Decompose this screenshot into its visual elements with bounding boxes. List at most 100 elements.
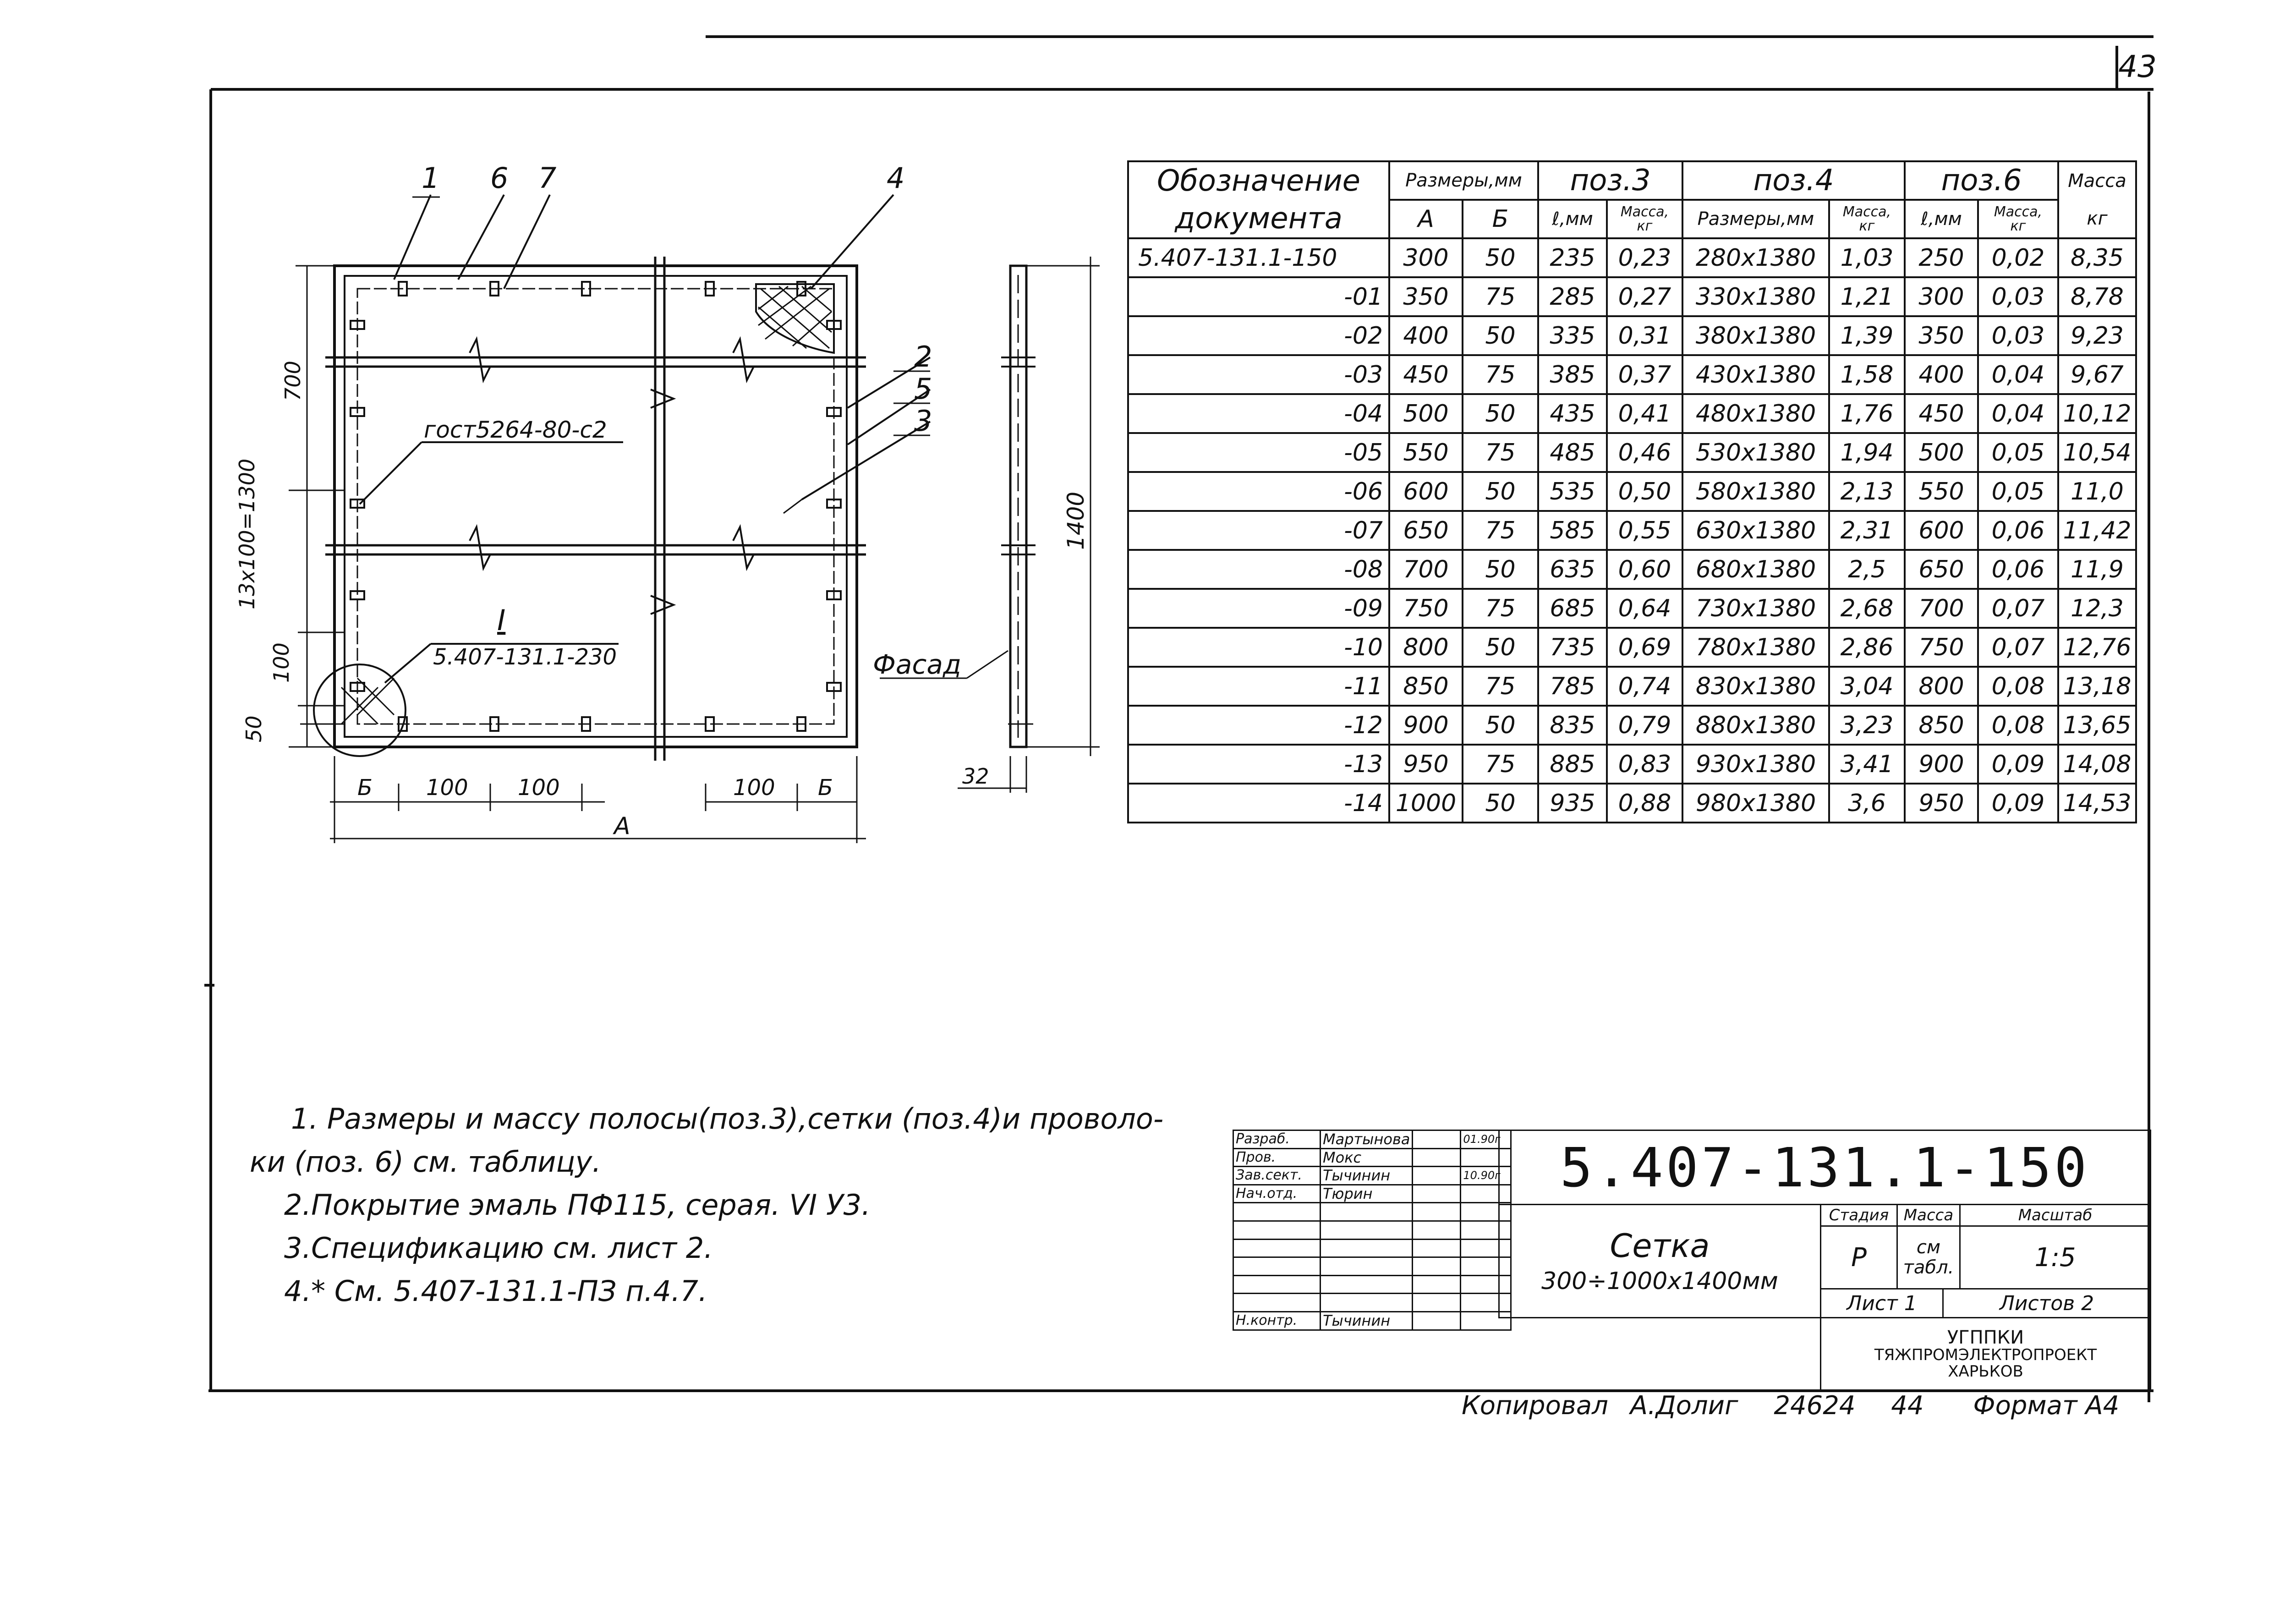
- scale-label: Масштаб: [1959, 1204, 2151, 1227]
- table-cell: 0,06: [1977, 549, 2059, 590]
- header-designation-2: документа: [1127, 200, 1390, 239]
- dim-a-total: А: [613, 812, 630, 840]
- header-pos6: поз.6: [1904, 160, 2059, 201]
- note-1: 1. Размеры и массу полосы(поз.3),сетки (…: [291, 1102, 1164, 1136]
- approval-role: [1233, 1202, 1321, 1222]
- table-cell: 635: [1537, 549, 1608, 590]
- table-cell: 0,08: [1977, 705, 2059, 746]
- table-cell: 235: [1537, 237, 1608, 278]
- approval-row: [1233, 1202, 1512, 1222]
- note-3: 3.Спецификацию см. лист 2.: [284, 1231, 713, 1265]
- approval-role: Разраб.: [1233, 1130, 1321, 1149]
- cell-designation: -03: [1127, 354, 1390, 395]
- approval-date: [1460, 1256, 1512, 1276]
- table-cell: 1,58: [1828, 354, 1906, 395]
- organization: УГППКИ ТЯЖПРОМЭЛЕКТРОПРОЕКТ ХАРЬКОВ: [1820, 1317, 2151, 1391]
- approval-date: [1460, 1238, 1512, 1258]
- table-cell: 11,0: [2057, 471, 2137, 512]
- table-cell: 1,21: [1828, 276, 1906, 317]
- table-cell: 0,31: [1606, 315, 1683, 356]
- table-cell: 13,65: [2057, 705, 2137, 746]
- table-cell: 3,04: [1828, 666, 1906, 707]
- dim-100-vertical: 100: [269, 642, 294, 683]
- table-cell: 450: [1904, 393, 1979, 434]
- table-cell: 550: [1388, 432, 1463, 473]
- table-cell: 950: [1904, 783, 1979, 823]
- table-cell: 2,5: [1828, 549, 1906, 590]
- table-cell: 800: [1388, 627, 1463, 668]
- table-cell: 0,23: [1606, 237, 1683, 278]
- dim-50: 50: [241, 715, 266, 742]
- table-cell: 0,46: [1606, 432, 1683, 473]
- approval-signature: [1412, 1293, 1462, 1312]
- note-4: 4.* См. 5.407-131.1-ПЗ п.4.7.: [284, 1274, 707, 1308]
- approval-date: 10.90г: [1460, 1166, 1512, 1185]
- cell-designation: -12: [1127, 705, 1390, 746]
- approval-date: [1460, 1147, 1512, 1168]
- approval-row: Н.контр.Тычинин: [1233, 1311, 1512, 1331]
- table-cell: 12,76: [2057, 627, 2137, 668]
- table-cell: 285: [1537, 276, 1608, 317]
- table-cell: 0,41: [1606, 393, 1683, 434]
- approval-signature: [1412, 1256, 1462, 1276]
- document-title-cell: Сетка 300÷1000x1400мм: [1498, 1204, 1821, 1318]
- table-cell: 685: [1537, 588, 1608, 629]
- table-cell: 50: [1462, 237, 1539, 278]
- table-cell: 585: [1537, 510, 1608, 551]
- table-cell: 500: [1388, 393, 1463, 434]
- header-designation: Обозначение: [1127, 160, 1390, 200]
- table-cell: 75: [1462, 510, 1539, 551]
- document-title: Сетка: [1610, 1227, 1710, 1265]
- table-cell: 335: [1537, 315, 1608, 356]
- table-cell: 2,31: [1828, 510, 1906, 551]
- callout-6: 6: [490, 161, 508, 195]
- copier-signature: А.Долиг: [1630, 1391, 1738, 1421]
- table-cell: 750: [1388, 588, 1463, 629]
- table-cell: 50: [1462, 549, 1539, 590]
- header-pos6-mass: Масса,кг: [1977, 199, 2059, 239]
- table-cell: 350: [1904, 315, 1979, 356]
- table-cell: 3,23: [1828, 705, 1906, 746]
- table-cell: 0,09: [1977, 744, 2059, 785]
- table-cell: 50: [1462, 705, 1539, 746]
- dim-100-b: 100: [518, 775, 560, 801]
- table-cell: 0,50: [1606, 471, 1683, 512]
- table-cell: 10,12: [2057, 393, 2137, 434]
- cell-designation: -02: [1127, 315, 1390, 356]
- callout-7: 7: [538, 161, 556, 195]
- table-cell: 50: [1462, 783, 1539, 823]
- table-cell: 480x1380: [1682, 393, 1830, 434]
- table-cell: 935: [1537, 783, 1608, 823]
- table-cell: 0,69: [1606, 627, 1683, 668]
- table-cell: 250: [1904, 237, 1979, 278]
- approval-signature: [1412, 1184, 1462, 1204]
- table-cell: 550: [1904, 471, 1979, 512]
- table-cell: 11,42: [2057, 510, 2137, 551]
- header-mass: Масса: [2057, 160, 2137, 200]
- table-cell: 835: [1537, 705, 1608, 746]
- table-cell: 700: [1904, 588, 1979, 629]
- standard-label: гост5264-80-с2: [424, 417, 607, 443]
- dim-b-right: Б: [818, 775, 833, 801]
- approval-row: [1233, 1238, 1512, 1258]
- table-cell: 0,03: [1977, 315, 2059, 356]
- table-cell: 350: [1388, 276, 1463, 317]
- table-cell: 650: [1904, 549, 1979, 590]
- table-cell: 980x1380: [1682, 783, 1830, 823]
- header-pos3-mass: Масса,кг: [1606, 199, 1683, 239]
- table-cell: 0,79: [1606, 705, 1683, 746]
- callout-1: 1: [422, 161, 439, 195]
- approval-signature: [1412, 1311, 1462, 1331]
- table-cell: 75: [1462, 588, 1539, 629]
